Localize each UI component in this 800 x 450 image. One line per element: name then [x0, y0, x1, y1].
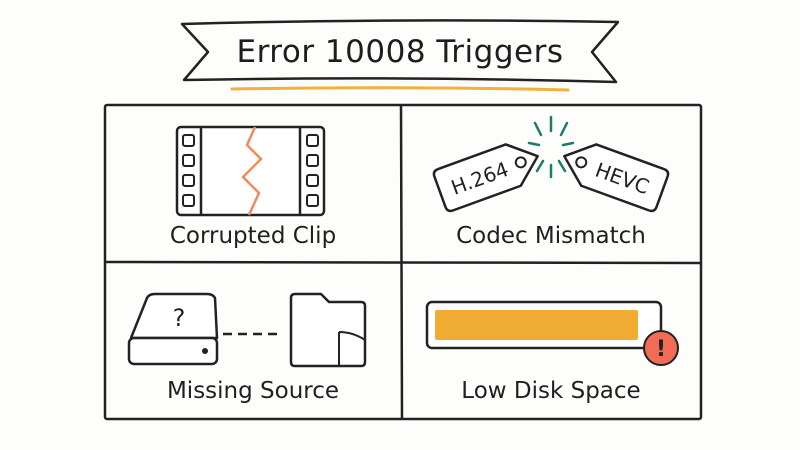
disk-bar-fill [435, 310, 638, 340]
spark-icon [527, 115, 575, 179]
folder-icon [289, 292, 367, 368]
trigger-grid: Corrupted Clip H.264 HEVC [103, 103, 703, 421]
grid-frame [103, 103, 703, 421]
alert-text: ! [656, 337, 666, 362]
cell-label: Missing Source [166, 378, 340, 404]
cell-missing-source: ? Missing Source [105, 264, 401, 422]
disk-bar-icon: ! [425, 300, 679, 366]
tag-hevc-icon: HEVC [563, 143, 670, 213]
question-mark-text: ? [173, 304, 186, 332]
cell-corrupted-clip: Corrupted Clip [105, 105, 401, 263]
drive-folder-icon: ? [127, 292, 367, 368]
title-banner: Error 10008 Triggers [180, 16, 620, 86]
cell-label: Corrupted Clip [169, 223, 337, 249]
cell-codec-mismatch: H.264 HEVC Codec Mismatch [403, 105, 699, 263]
cell-label: Codec Mismatch [456, 223, 646, 249]
page-title: Error 10008 Triggers [236, 34, 564, 70]
tag-h264-icon: H.264 [432, 143, 539, 213]
codec-tags-icon: H.264 HEVC [432, 115, 670, 213]
hard-drive-icon: ? [127, 292, 219, 366]
cell-low-disk-space: ! Low Disk Space [403, 264, 699, 422]
ribbon-shape [180, 19, 620, 84]
cell-label: Low Disk Space [461, 378, 641, 404]
film-strip-crack-icon [175, 125, 326, 217]
title-underline [230, 86, 570, 92]
alert-icon: ! [643, 330, 679, 366]
